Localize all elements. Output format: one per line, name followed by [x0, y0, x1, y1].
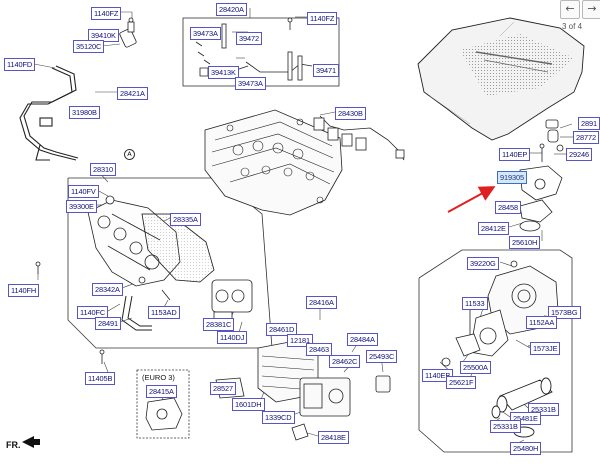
part-label-39471[interactable]: 39471: [313, 64, 340, 77]
ref-circle-a: A: [124, 149, 135, 160]
part-label-25493c[interactable]: 25493C: [366, 350, 398, 363]
page-indicator: 3 of 4: [562, 22, 583, 31]
part-label-28416a[interactable]: 28416A: [306, 296, 337, 309]
part-label-28772[interactable]: 28772: [573, 131, 600, 144]
part-label-1601dh[interactable]: 1601DH: [232, 398, 265, 411]
part-label-1140dj[interactable]: 1140DJ: [217, 331, 248, 344]
pressure-sensor-assembly: [119, 17, 137, 48]
part-label-1573je[interactable]: 1573JE: [530, 342, 561, 355]
part-label-11405b[interactable]: 11405B: [85, 372, 116, 385]
front-direction-arrow: [22, 436, 40, 448]
euro3-group-frame: [136, 369, 190, 439]
red-pointer-arrow: [447, 186, 496, 213]
part-label-1140fz-1[interactable]: 1140FZ: [91, 7, 122, 20]
cylinder-head: [204, 109, 343, 216]
euro3-part: [145, 397, 183, 431]
part-label-29246[interactable]: 29246: [566, 148, 593, 161]
right-small-parts: [519, 119, 564, 232]
part-label-28461d[interactable]: 28461D: [266, 323, 298, 336]
part-label-39472[interactable]: 39472: [236, 32, 263, 45]
egr-cooler: [215, 339, 391, 441]
part-label-39300e[interactable]: 39300E: [66, 200, 97, 213]
part-label-1339cd[interactable]: 1339CD: [262, 411, 295, 424]
part-label-28381c[interactable]: 28381C: [203, 318, 235, 331]
part-label-1140fh[interactable]: 1140FH: [8, 284, 40, 297]
egr-tube-lower: [121, 295, 152, 331]
part-label-35120c[interactable]: 35120C: [73, 40, 105, 53]
wiring-harness: [313, 115, 405, 161]
part-label-1140ep[interactable]: 1140EP: [499, 148, 531, 161]
part-label-39413k[interactable]: 39413K: [208, 66, 239, 79]
part-label-1153ad[interactable]: 1153AD: [148, 306, 180, 319]
part-label-919305-highlighted[interactable]: 919305: [497, 171, 528, 184]
part-label-39473a-2[interactable]: 39473A: [235, 77, 266, 90]
intake-hose: [491, 377, 553, 438]
part-label-1140fv[interactable]: 1140FV: [68, 185, 99, 198]
part-label-25621f[interactable]: 25621F: [446, 376, 477, 389]
injector-harness-parts: [195, 17, 313, 81]
part-label-28458[interactable]: 28458: [495, 201, 522, 214]
part-label-28484a[interactable]: 28484A: [347, 333, 378, 346]
part-label-28462c[interactable]: 28462C: [329, 355, 361, 368]
part-label-39473a-1[interactable]: 39473A: [190, 27, 221, 40]
part-label-31980b[interactable]: 31980B: [69, 106, 100, 119]
part-label-28421a[interactable]: 28421A: [117, 87, 148, 100]
part-label-28418e[interactable]: 28418E: [318, 431, 349, 444]
part-label-1573bg[interactable]: 1573BG: [548, 306, 581, 319]
prev-page-button[interactable]: ←: [560, 0, 580, 19]
part-label-25610h[interactable]: 25610H: [509, 236, 541, 249]
part-label-28430b[interactable]: 28430B: [335, 107, 366, 120]
part-label-1152aa[interactable]: 1152AA: [526, 316, 558, 329]
part-label-1140fd[interactable]: 1140FD: [4, 58, 36, 71]
egr-pipe-left: [19, 65, 79, 161]
part-label-1140fc[interactable]: 1140FC: [77, 306, 109, 319]
part-label-1140fz-2[interactable]: 1140FZ: [307, 12, 338, 25]
part-label-28415a[interactable]: 28415A: [146, 385, 177, 398]
exhaust-manifold: [87, 195, 215, 287]
part-label-28342a[interactable]: 28342A: [92, 283, 123, 296]
engine-cover: [417, 17, 585, 141]
part-label-11533[interactable]: 11533: [462, 297, 488, 310]
part-label-25500a[interactable]: 25500A: [460, 361, 491, 374]
part-label-28463[interactable]: 28463: [306, 343, 333, 356]
part-label-28491[interactable]: 28491: [95, 317, 122, 330]
part-label-28335a[interactable]: 28335A: [170, 213, 201, 226]
euro3-label: (EURO 3): [142, 373, 175, 382]
egr-valve-left: [211, 279, 253, 321]
turbo-group-frame: [418, 249, 573, 453]
part-label-28527[interactable]: 28527: [210, 382, 237, 395]
part-label-39220g[interactable]: 39220G: [467, 257, 499, 270]
part-label-28412e[interactable]: 28412E: [478, 222, 509, 235]
bolt-marks-left: [35, 261, 171, 364]
next-page-button[interactable]: →: [582, 0, 600, 19]
part-label-28310[interactable]: 28310: [90, 163, 117, 176]
part-label-2891[interactable]: 2891: [578, 117, 600, 130]
part-label-28420a[interactable]: 28420A: [216, 3, 247, 16]
part-label-1140eb[interactable]: 1140EB: [422, 369, 454, 382]
part-label-25331b-2[interactable]: 25331B: [490, 420, 521, 433]
part-label-25480h[interactable]: 25480H: [510, 442, 542, 455]
front-label: FR.: [6, 440, 21, 450]
